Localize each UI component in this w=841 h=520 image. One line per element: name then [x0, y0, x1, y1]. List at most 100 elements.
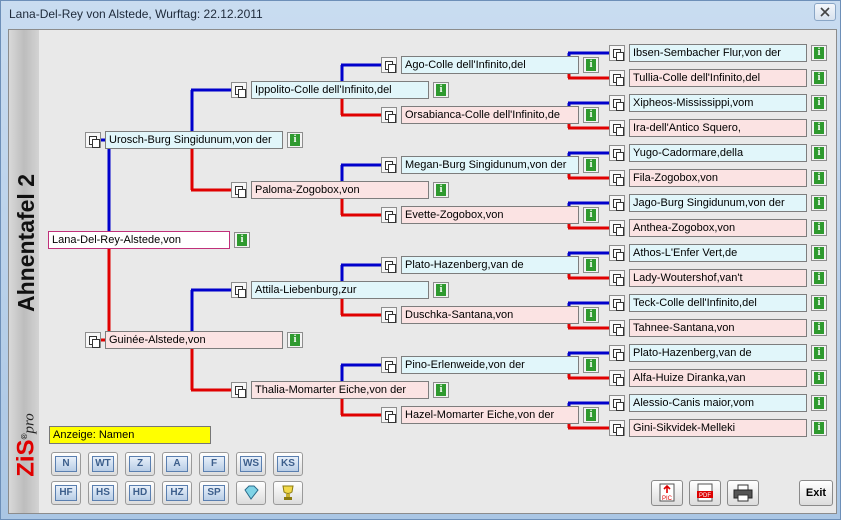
info-button[interactable]: i	[811, 420, 827, 436]
ancestor-dam-box[interactable]: Gini-Sikvidek-Melleki	[629, 419, 807, 437]
pedigree-button[interactable]	[609, 370, 625, 386]
pedigree-button[interactable]	[609, 395, 625, 411]
pedigree-button[interactable]	[381, 307, 397, 323]
exit-button[interactable]: Exit	[799, 480, 833, 506]
info-button[interactable]: i	[811, 295, 827, 311]
info-button[interactable]: i	[811, 245, 827, 261]
pedigree-button[interactable]	[231, 282, 247, 298]
dam-box[interactable]: Guinée-Alstede,von	[105, 331, 283, 349]
info-button[interactable]: i	[811, 345, 827, 361]
toolbar-button-z[interactable]: Z	[125, 452, 155, 476]
ancestor-sire-box[interactable]: Jago-Burg Singidunum,von der	[629, 194, 807, 212]
info-button[interactable]: i	[811, 45, 827, 61]
toolbar-button-hf[interactable]: HF	[51, 481, 81, 505]
pedigree-button[interactable]	[609, 345, 625, 361]
pedigree-button[interactable]	[609, 45, 625, 61]
pedigree-button[interactable]	[609, 270, 625, 286]
ancestor-dam-box[interactable]: Lady-Woutershof,van't	[629, 269, 807, 287]
grand-sire-box[interactable]: Ippolito-Colle dell'Infinito,del	[251, 81, 429, 99]
pedigree-button[interactable]	[609, 320, 625, 336]
info-button[interactable]: i	[811, 195, 827, 211]
pedigree-button[interactable]	[381, 257, 397, 273]
ancestor-sire-box[interactable]: Yugo-Cadormare,della	[629, 144, 807, 162]
info-button[interactable]: i	[583, 57, 599, 73]
pedigree-button[interactable]	[609, 195, 625, 211]
pedigree-button[interactable]	[609, 95, 625, 111]
pedigree-button[interactable]	[609, 420, 625, 436]
ancestor-sire-box[interactable]: Teck-Colle dell'Infinito,del	[629, 294, 807, 312]
info-button[interactable]: i	[583, 207, 599, 223]
great-grand-dam-box[interactable]: Duschka-Santana,von	[401, 306, 579, 324]
toolbar-button-hd[interactable]: HD	[125, 481, 155, 505]
pedigree-button[interactable]	[381, 207, 397, 223]
info-button[interactable]: i	[811, 145, 827, 161]
info-button[interactable]: i	[287, 332, 303, 348]
toolbar-button-hs[interactable]: HS	[88, 481, 118, 505]
great-grand-dam-box[interactable]: Orsabianca-Colle dell'Infinito,de	[401, 106, 579, 124]
pedigree-button[interactable]	[609, 220, 625, 236]
pedigree-button[interactable]	[85, 132, 101, 148]
great-grand-dam-box[interactable]: Evette-Zogobox,von	[401, 206, 579, 224]
info-button[interactable]: i	[811, 95, 827, 111]
toolbar-button-n[interactable]: N	[51, 452, 81, 476]
ancestor-sire-box[interactable]: Alessio-Canis maior,vom	[629, 394, 807, 412]
grand-dam-box[interactable]: Thalia-Momarter Eiche,von der	[251, 381, 429, 399]
pedigree-button[interactable]	[85, 332, 101, 348]
great-grand-sire-box[interactable]: Ago-Colle dell'Infinito,del	[401, 56, 579, 74]
pedigree-button[interactable]	[609, 295, 625, 311]
toolbar-button-ws[interactable]: WS	[236, 452, 266, 476]
print-button[interactable]	[727, 480, 759, 506]
root-animal[interactable]: Lana-Del-Rey-Alstede,von	[48, 231, 230, 249]
info-button[interactable]: i	[433, 82, 449, 98]
info-button[interactable]: i	[811, 70, 827, 86]
ancestor-dam-box[interactable]: Tahnee-Santana,von	[629, 319, 807, 337]
pedigree-button[interactable]	[381, 57, 397, 73]
grand-sire-box[interactable]: Attila-Liebenburg,zur	[251, 281, 429, 299]
info-button[interactable]: i	[583, 107, 599, 123]
ancestor-sire-box[interactable]: Athos-L'Enfer Vert,de	[629, 244, 807, 262]
ancestor-sire-box[interactable]: Xipheos-Mississippi,vom	[629, 94, 807, 112]
toolbar-button-a[interactable]: A	[162, 452, 192, 476]
great-grand-dam-box[interactable]: Hazel-Momarter Eiche,von der	[401, 406, 579, 424]
ancestor-dam-box[interactable]: Fila-Zogobox,von	[629, 169, 807, 187]
info-button[interactable]: i	[811, 220, 827, 236]
great-grand-sire-box[interactable]: Megan-Burg Singidunum,von der	[401, 156, 579, 174]
info-button[interactable]: i	[583, 157, 599, 173]
ancestor-sire-box[interactable]: Ibsen-Sembacher Flur,von der	[629, 44, 807, 62]
ancestor-sire-box[interactable]: Plato-Hazenberg,van de	[629, 344, 807, 362]
info-button[interactable]: i	[811, 270, 827, 286]
ancestor-dam-box[interactable]: Ira-dell'Antico Squero,	[629, 119, 807, 137]
info-button[interactable]: i	[811, 320, 827, 336]
ancestor-dam-box[interactable]: Alfa-Huize Diranka,van	[629, 369, 807, 387]
info-button[interactable]: i	[433, 382, 449, 398]
sire-box[interactable]: Urosch-Burg Singidunum,von der	[105, 131, 283, 149]
ancestor-dam-box[interactable]: Anthea-Zogobox,von	[629, 219, 807, 237]
info-button[interactable]: i	[583, 257, 599, 273]
pedigree-button[interactable]	[381, 357, 397, 373]
toolbar-button-f[interactable]: F	[199, 452, 229, 476]
pedigree-button[interactable]	[609, 145, 625, 161]
info-button[interactable]: i	[583, 407, 599, 423]
pedigree-button[interactable]	[609, 70, 625, 86]
toolbar-button-trophy-icon[interactable]	[273, 481, 303, 505]
close-button[interactable]	[814, 3, 836, 21]
pdf-export-button[interactable]: PDF	[689, 480, 721, 506]
info-button[interactable]: i	[811, 120, 827, 136]
info-button[interactable]: i	[433, 182, 449, 198]
great-grand-sire-box[interactable]: Pino-Erlenweide,von der	[401, 356, 579, 374]
picture-export-button[interactable]: PIC	[651, 480, 683, 506]
great-grand-sire-box[interactable]: Plato-Hazenberg,van de	[401, 256, 579, 274]
info-button[interactable]: i	[287, 132, 303, 148]
info-button[interactable]: i	[811, 370, 827, 386]
pedigree-button[interactable]	[381, 107, 397, 123]
pedigree-button[interactable]	[609, 170, 625, 186]
info-button[interactable]: i	[234, 232, 250, 248]
info-button[interactable]: i	[811, 170, 827, 186]
pedigree-button[interactable]	[609, 120, 625, 136]
toolbar-button-hz[interactable]: HZ	[162, 481, 192, 505]
pedigree-button[interactable]	[381, 157, 397, 173]
toolbar-button-diamond-icon[interactable]	[236, 481, 266, 505]
pedigree-button[interactable]	[381, 407, 397, 423]
ancestor-dam-box[interactable]: Tullia-Colle dell'Infinito,del	[629, 69, 807, 87]
pedigree-button[interactable]	[231, 382, 247, 398]
